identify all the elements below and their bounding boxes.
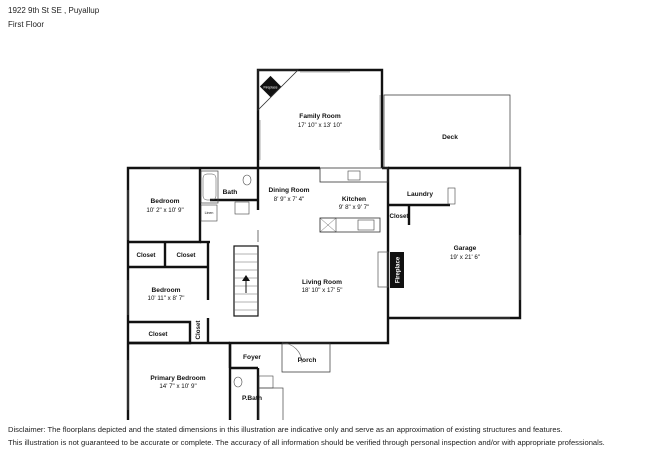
- svg-text:Family Room: Family Room: [299, 113, 341, 120]
- fireplace-icon: Fireplace: [259, 75, 282, 98]
- svg-text:Fireplace: Fireplace: [396, 256, 402, 283]
- svg-text:Living Room: Living Room: [302, 279, 342, 286]
- disclaimer-line-2: This illustration is not guaranteed to b…: [8, 438, 605, 447]
- closet-labels: Closet Closet Closet Closet Closet Linen: [137, 211, 409, 339]
- svg-text:Linen: Linen: [205, 211, 214, 215]
- floor-label: First Floor: [8, 20, 44, 29]
- stairs: [233, 245, 259, 317]
- svg-text:Porch: Porch: [298, 357, 317, 364]
- svg-text:Deck: Deck: [442, 134, 458, 141]
- svg-text:Closet: Closet: [149, 331, 168, 338]
- porch-area: [281, 342, 331, 373]
- svg-text:Closet: Closet: [195, 321, 202, 340]
- svg-text:Closet: Closet: [137, 252, 156, 259]
- svg-text:10' 2" x 10' 9": 10' 2" x 10' 9": [146, 207, 183, 214]
- svg-text:19' x 21' 6": 19' x 21' 6": [450, 254, 480, 261]
- garage-fireplace: Fireplace: [390, 252, 404, 288]
- svg-text:8' 9" x 7' 4": 8' 9" x 7' 4": [274, 196, 305, 203]
- deck-area: [383, 94, 511, 169]
- disclaimer-line-1: Disclaimer: The floorplans depicted and …: [8, 425, 563, 434]
- garage-walls: [377, 166, 522, 320]
- pbath-fixtures: [233, 375, 284, 420]
- svg-text:14' 7" x 10' 9": 14' 7" x 10' 9": [159, 383, 196, 390]
- room-labels: Family Room 17' 10" x 13' 10" Deck Bedro…: [146, 113, 480, 402]
- svg-text:Fireplace: Fireplace: [264, 86, 278, 90]
- property-address: 1922 9th St SE , Puyallup: [8, 6, 100, 15]
- svg-text:Bedroom: Bedroom: [151, 198, 180, 205]
- bath-fixtures: [200, 170, 252, 222]
- svg-text:10' 11" x 8' 7": 10' 11" x 8' 7": [148, 295, 185, 302]
- svg-text:Garage: Garage: [454, 245, 477, 252]
- kitchen-area: [319, 167, 389, 233]
- svg-text:Closet: Closet: [390, 213, 409, 220]
- svg-text:Bath: Bath: [223, 189, 238, 196]
- family-room-walls: [256, 68, 384, 168]
- interior-walls: [128, 168, 260, 420]
- svg-text:9' 8" x 9' 7": 9' 8" x 9' 7": [339, 204, 370, 211]
- svg-text:17' 10" x 13' 10": 17' 10" x 13' 10": [298, 122, 342, 129]
- svg-text:Primary Bedroom: Primary Bedroom: [150, 375, 205, 382]
- svg-text:Foyer: Foyer: [243, 354, 261, 361]
- svg-text:Dining Room: Dining Room: [268, 187, 309, 194]
- svg-text:18' 10" x 17' 5": 18' 10" x 17' 5": [302, 287, 343, 294]
- svg-text:Bedroom: Bedroom: [152, 287, 181, 294]
- svg-text:Kitchen: Kitchen: [342, 196, 366, 203]
- svg-text:P.Bath: P.Bath: [242, 395, 262, 402]
- floor-plan: Fireplace: [126, 68, 522, 420]
- svg-text:Laundry: Laundry: [407, 191, 433, 198]
- svg-text:Closet: Closet: [177, 252, 196, 259]
